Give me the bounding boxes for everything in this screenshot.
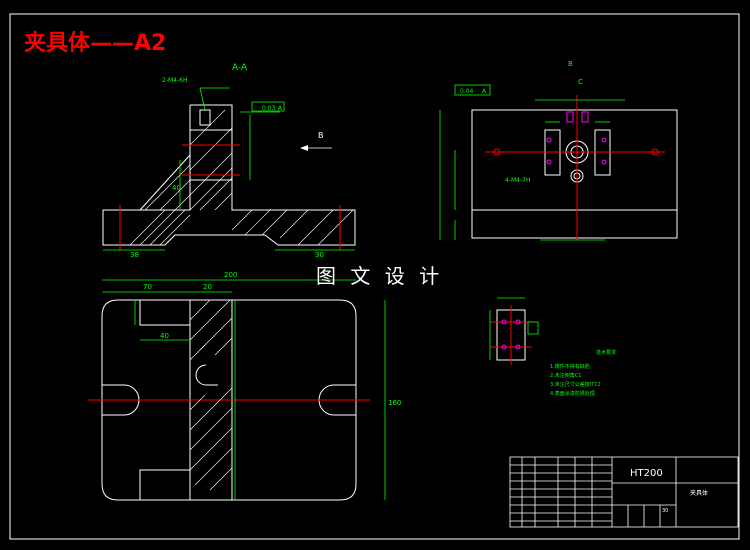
- dims-view-b: [439, 84, 625, 241]
- gdt-ref-a: A: [278, 105, 283, 112]
- callout-tap: 4-M4-7H: [505, 177, 530, 184]
- note-4: 4.表面涂漆防锈处理: [550, 390, 595, 397]
- sheet-text: 30: [662, 508, 668, 514]
- top-view: [88, 299, 370, 501]
- dim-70: 70: [143, 283, 152, 291]
- gdt-ref-a2: A: [482, 88, 487, 95]
- drawing-title: 夹具体——A2: [24, 31, 166, 56]
- view-b-arrowhead: [300, 145, 308, 151]
- dims-top-view: [102, 279, 386, 500]
- view-b-label: B: [318, 131, 324, 140]
- dim-160: 160: [388, 399, 401, 407]
- gdt-perp: 0.03: [262, 105, 276, 112]
- callout-hole: 2-M4-6H: [162, 77, 187, 84]
- dim-38: 38: [130, 251, 139, 259]
- dims-view-c: [489, 297, 539, 360]
- note-3: 3.未注尺寸公差按IT12: [550, 381, 601, 388]
- material-text: HT200: [630, 468, 663, 479]
- view-b: [471, 95, 678, 240]
- notes-title: 技术要求: [596, 349, 616, 356]
- dim-30: 30: [315, 251, 324, 259]
- dim-20: 20: [203, 283, 212, 291]
- watermark-text: 图 文 设 计: [316, 264, 443, 288]
- view-c: [490, 305, 532, 365]
- dim-200: 200: [224, 271, 237, 279]
- dims-section: [103, 87, 355, 251]
- dim-40b: 40: [160, 332, 169, 340]
- view-b-header: B: [568, 60, 573, 68]
- top-view-hatch: [189, 299, 233, 491]
- section-label: A-A: [232, 63, 248, 73]
- part-name-text: 夹具体: [690, 489, 708, 497]
- view-c-label: C: [578, 78, 583, 86]
- section-view-aa: A-A: [102, 63, 356, 250]
- note-2: 2.未注倒角C1: [550, 372, 581, 379]
- title-block: [509, 456, 739, 528]
- sheet-border: [9, 13, 740, 540]
- dim-40: 40: [172, 184, 181, 192]
- gdt-par: 0.04: [460, 88, 474, 95]
- note-1: 1.铸件不得有缺陷: [550, 363, 590, 370]
